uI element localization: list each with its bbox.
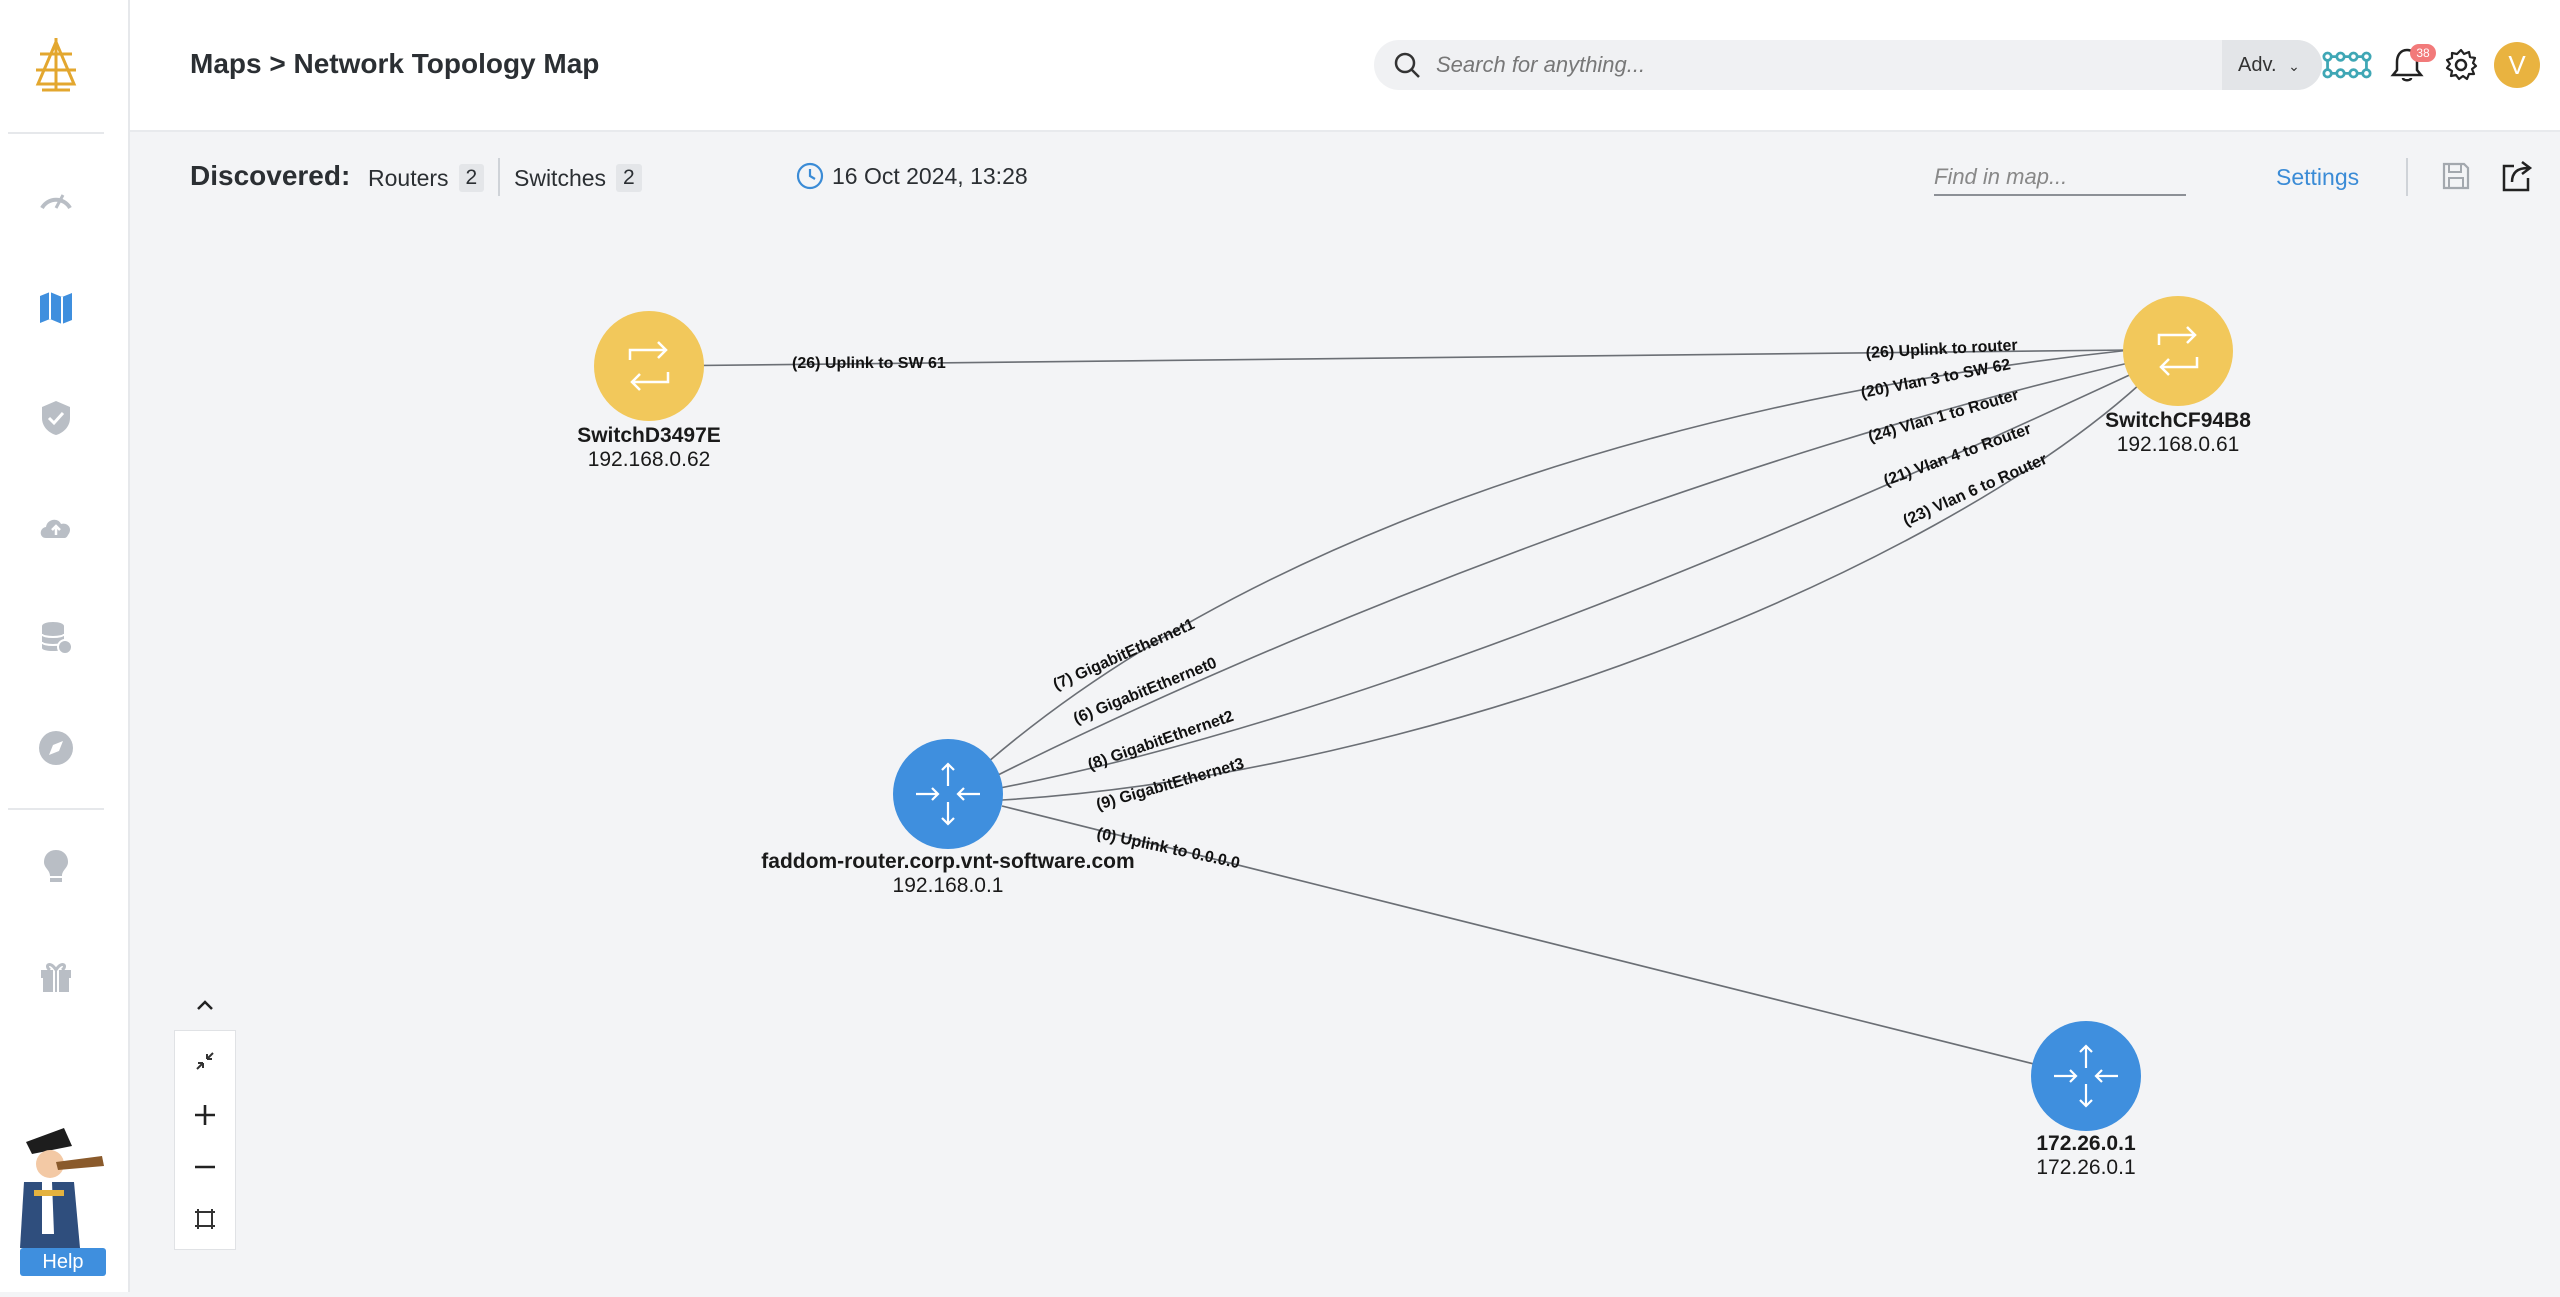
compass-icon[interactable]	[30, 722, 82, 774]
timestamp-text: 16 Oct 2024, 13:28	[832, 162, 1028, 189]
node-name: faddom-router.corp.vnt-software.com	[761, 850, 1134, 873]
zoom-panel-collapse-icon[interactable]	[190, 990, 220, 1020]
search-icon	[1394, 52, 1420, 78]
dashboard-icon[interactable]	[30, 172, 82, 224]
edge-ge3[interactable]	[1001, 383, 2141, 801]
fit-to-screen-icon[interactable]	[175, 1193, 235, 1245]
router-node-circle[interactable]	[893, 739, 1003, 849]
routers-filter[interactable]: Routers 2	[368, 164, 485, 192]
routers-count: 2	[458, 164, 485, 192]
edge-ge1[interactable]	[987, 349, 2131, 763]
zoom-controls	[174, 1030, 236, 1250]
router-node-circle[interactable]	[2031, 1021, 2141, 1131]
shield-icon[interactable]	[30, 392, 82, 444]
router-icon	[916, 762, 980, 826]
edge-ge0[interactable]	[995, 361, 2134, 777]
map-icon[interactable]	[30, 282, 82, 334]
switches-label: Switches	[514, 164, 607, 191]
node-172-26-0-1[interactable]: 172.26.0.1 172.26.0.1	[2031, 1021, 2141, 1179]
node-ip: 172.26.0.1	[2036, 1156, 2135, 1179]
edges	[649, 349, 2141, 1067]
global-search: Adv. ⌄	[1374, 40, 2322, 90]
chevron-down-icon: ⌄	[2288, 58, 2300, 74]
mascot-icon	[20, 1128, 104, 1248]
notifications-icon[interactable]: 38	[2382, 40, 2436, 90]
gear-icon[interactable]	[2436, 40, 2486, 90]
page-title: Maps > Network Topology Map	[190, 48, 600, 79]
switch-icon	[628, 341, 670, 391]
map-settings-link[interactable]: Settings	[2276, 164, 2360, 190]
node-ip: 192.168.0.62	[588, 448, 711, 471]
save-icon[interactable]	[2440, 160, 2476, 196]
node-name: SwitchD3497E	[577, 424, 721, 447]
avatar[interactable]: V	[2494, 42, 2540, 88]
divider	[498, 158, 500, 196]
database-icon[interactable]	[30, 612, 82, 664]
zoom-in-button[interactable]	[175, 1089, 235, 1141]
cloud-icon[interactable]	[30, 502, 82, 554]
topology-graph[interactable]: (26) Uplink to SW 61 (26) Uplink to rout…	[130, 214, 2560, 1292]
node-faddom-router[interactable]: faddom-router.corp.vnt-software.com 192.…	[761, 739, 1135, 897]
routers-label: Routers	[368, 164, 449, 191]
export-icon[interactable]	[2500, 158, 2538, 196]
advanced-search-dropdown[interactable]: Adv. ⌄	[2222, 40, 2322, 90]
help-label[interactable]: Help	[20, 1248, 106, 1276]
topology-icon[interactable]	[2322, 40, 2372, 90]
logo-icon[interactable]	[30, 34, 82, 94]
discovered-label: Discovered:	[190, 160, 351, 191]
sidebar-divider	[8, 132, 104, 134]
search-input[interactable]	[1436, 48, 2156, 82]
map-toolbar: Discovered: Routers 2 Switches 2 16 Oct …	[130, 134, 2560, 214]
switch-node-circle[interactable]	[594, 311, 704, 421]
topology-map-canvas[interactable]: (26) Uplink to SW 61 (26) Uplink to rout…	[130, 214, 2560, 1292]
node-switchd3497e[interactable]: SwitchD3497E 192.168.0.62	[577, 311, 721, 471]
zoom-out-button[interactable]	[175, 1141, 235, 1193]
collapse-view-icon[interactable]	[175, 1035, 235, 1087]
switch-icon	[2157, 326, 2199, 376]
lightbulb-icon[interactable]	[30, 840, 82, 892]
switch-node-circle[interactable]	[2123, 296, 2233, 406]
edge-uplink-0[interactable]	[1001, 805, 2043, 1067]
node-ip: 192.168.0.1	[893, 874, 1004, 897]
node-name: 172.26.0.1	[2036, 1132, 2136, 1155]
switches-count: 2	[616, 164, 642, 192]
edge-ge2[interactable]	[999, 371, 2137, 789]
node-name: SwitchCF94B8	[2105, 409, 2251, 432]
help-widget[interactable]: Help	[12, 1124, 106, 1276]
clock-icon	[796, 162, 824, 190]
discovery-timestamp: 16 Oct 2024, 13:28	[796, 162, 1028, 190]
notification-badge: 38	[2410, 44, 2436, 62]
node-ip: 192.168.0.61	[2117, 433, 2240, 456]
edge-switchd-switchcf[interactable]	[649, 349, 2131, 367]
gift-icon[interactable]	[30, 950, 82, 1002]
sidebar: Help	[0, 0, 130, 1292]
adv-label: Adv.	[2238, 54, 2277, 76]
node-switchcf94b8[interactable]: SwitchCF94B8 192.168.0.61	[2105, 296, 2251, 456]
sidebar-divider	[8, 808, 104, 810]
edge-label: (26) Uplink to SW 61	[792, 355, 946, 372]
switches-filter[interactable]: Switches 2	[514, 164, 642, 192]
router-icon	[2054, 1044, 2118, 1108]
find-in-map-input[interactable]	[1934, 160, 2186, 196]
top-bar: Maps > Network Topology Map Adv. ⌄ 38 V	[130, 0, 2560, 132]
divider	[2406, 158, 2408, 196]
